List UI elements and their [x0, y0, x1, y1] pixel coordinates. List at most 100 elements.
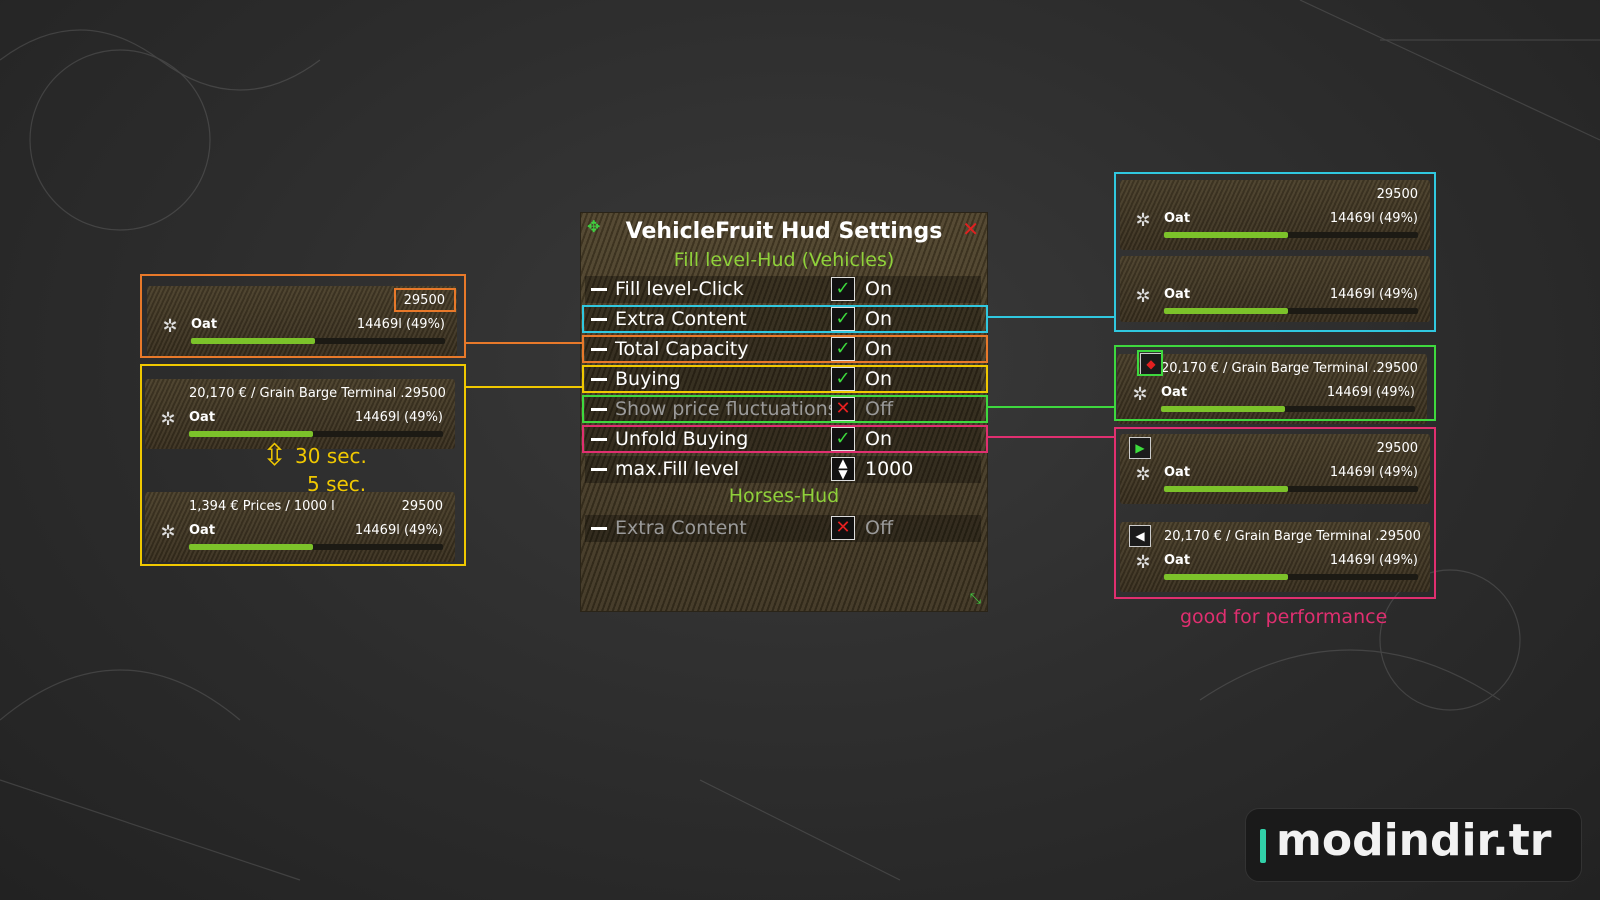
close-icon[interactable]: ✕ [962, 217, 979, 241]
checkbox-checked[interactable]: ✓ [831, 367, 855, 391]
setting-row-max-fill-level[interactable]: max.Fill level ▲▼ 1000 [585, 456, 981, 483]
fill-bar-level [191, 338, 316, 344]
setting-label: Buying [615, 368, 681, 390]
setting-label: Extra Content [615, 517, 747, 539]
fruit-name: Oat [1161, 385, 1188, 400]
fill-bar [191, 338, 445, 344]
fruit-icon: ✲ [1132, 384, 1148, 405]
buying-price: 20,170 € / Grain Barge Terminal .29500 [1164, 529, 1421, 544]
logo-text: modindir.tr [1276, 815, 1552, 866]
pink-connector [988, 436, 1114, 438]
capacity-value: 29500 [1376, 187, 1418, 202]
green-connector [988, 406, 1114, 408]
move-icon[interactable]: ✥ [587, 217, 601, 236]
capacity-value: 29500 [401, 499, 443, 514]
capacity-value: 29500 [403, 293, 445, 308]
dash-icon [591, 438, 607, 441]
fruit-icon: ✲ [1135, 552, 1151, 573]
checkbox-unchecked[interactable]: ✕ [831, 516, 855, 540]
setting-value: On [865, 278, 892, 300]
watermark-logo: modindir.tr [1245, 808, 1582, 882]
dash-icon [591, 318, 607, 321]
prices-text: 1,394 € Prices / 1000 l [189, 499, 335, 514]
fill-bar-level [1164, 232, 1289, 238]
fill-bar [1161, 406, 1415, 412]
fruit-icon: ✲ [1135, 210, 1151, 231]
setting-label: max.Fill level [615, 458, 740, 480]
cyan-connector [988, 316, 1114, 318]
price-trend-icon[interactable]: ◆ [1140, 353, 1162, 375]
right-hud-unfold-collapsed: 29500 ✲ Oat 14469l (49%) [1120, 434, 1430, 504]
setting-value: Off [865, 398, 894, 420]
setting-row-total-capacity[interactable]: Total Capacity ✓ On [585, 336, 981, 363]
panel-title: VehicleFruit Hud Settings [625, 219, 943, 244]
setting-value: On [865, 428, 892, 450]
setting-value: On [865, 338, 892, 360]
swap-arrow-icon: ⇳ [262, 438, 288, 473]
left-hud-prices: 1,394 € Prices / 1000 l 29500 ✲ Oat 1446… [145, 492, 455, 562]
dash-icon [591, 348, 607, 351]
fruit-name: Oat [1164, 465, 1191, 480]
dash-icon [591, 408, 607, 411]
fill-bar-level [189, 544, 314, 550]
fill-amount: 14469l (49%) [354, 410, 443, 425]
fruit-icon: ✲ [162, 316, 178, 337]
checkbox-checked[interactable]: ✓ [831, 427, 855, 451]
setting-row-buying[interactable]: Buying ✓ On [585, 366, 981, 393]
setting-value: On [865, 308, 892, 330]
fill-amount: 14469l (49%) [356, 317, 445, 332]
setting-label: Total Capacity [615, 338, 749, 360]
fill-bar [1164, 308, 1418, 314]
fill-amount: 14469l (49%) [1329, 287, 1418, 302]
dash-icon [591, 468, 607, 471]
fruit-icon: ✲ [1135, 286, 1151, 307]
setting-value: Off [865, 517, 894, 539]
buying-price: 20,170 € / Grain Barge Terminal .29500 [1161, 361, 1418, 376]
setting-row-extra-content[interactable]: Extra Content ✓ On [585, 306, 981, 333]
expand-arrow-icon[interactable]: ▶ [1129, 437, 1151, 459]
right-hud-price-fluctuations: 20,170 € / Grain Barge Terminal .29500 ✲… [1117, 354, 1427, 424]
setting-row-fill-level-click[interactable]: Fill level-Click ✓ On [585, 276, 981, 303]
logo-accent [1260, 829, 1266, 863]
fill-bar [1164, 486, 1418, 492]
interval-note-5: 5 sec. [307, 472, 367, 496]
setting-row-unfold-buying[interactable]: Unfold Buying ✓ On [585, 426, 981, 453]
fill-bar-level [1164, 486, 1289, 492]
spinner-icon[interactable]: ▲▼ [831, 457, 855, 481]
fill-amount: 14469l (49%) [354, 523, 443, 538]
setting-label: Unfold Buying [615, 428, 749, 450]
checkbox-checked[interactable]: ✓ [831, 277, 855, 301]
checkbox-checked[interactable]: ✓ [831, 337, 855, 361]
checkbox-unchecked[interactable]: ✕ [831, 397, 855, 421]
setting-label: Show price fluctuations [615, 398, 838, 420]
fill-bar [1164, 574, 1418, 580]
fruit-name: Oat [1164, 553, 1191, 568]
performance-note: good for performance [1180, 606, 1388, 628]
buying-price: 20,170 € / Grain Barge Terminal .29500 [189, 386, 446, 401]
orange-connector [466, 342, 582, 344]
settings-panel: ✥ VehicleFruit Hud Settings ✕ Fill level… [580, 212, 988, 612]
fill-bar-level [189, 431, 314, 437]
fruit-name: Oat [191, 317, 218, 332]
collapse-arrow-icon[interactable]: ◀ [1129, 525, 1151, 547]
setting-label: Extra Content [615, 308, 747, 330]
fruit-icon: ✲ [160, 522, 176, 543]
setting-row-horses-extra-content[interactable]: Extra Content ✕ Off [585, 515, 981, 542]
setting-value: On [865, 368, 892, 390]
fill-amount: 14469l (49%) [1329, 211, 1418, 226]
yellow-connector [466, 386, 582, 388]
fill-bar-level [1164, 574, 1289, 580]
right-hud-unfold-expanded: 20,170 € / Grain Barge Terminal .29500 ✲… [1120, 522, 1430, 592]
section-horses: Horses-Hud [728, 485, 840, 507]
fill-bar [189, 544, 443, 550]
dash-icon [591, 527, 607, 530]
fill-amount: 14469l (49%) [1329, 553, 1418, 568]
left-hud-buying: 20,170 € / Grain Barge Terminal .29500 ✲… [145, 379, 455, 449]
setting-row-show-price-fluctuations[interactable]: Show price fluctuations ✕ Off [585, 396, 981, 423]
resize-icon[interactable]: ⤡ [969, 591, 981, 607]
checkbox-checked[interactable]: ✓ [831, 307, 855, 331]
left-hud-total-capacity: 29500 ✲ Oat 14469l (49%) [147, 286, 457, 356]
fill-bar-level [1161, 406, 1286, 412]
setting-label: Fill level-Click [615, 278, 744, 300]
capacity-value: 29500 [1376, 441, 1418, 456]
